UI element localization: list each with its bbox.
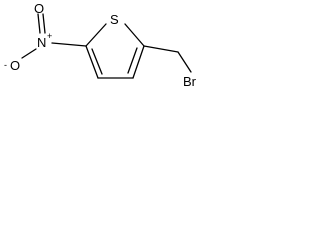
- bond-c5-c4: [85, 45, 99, 79]
- bond-c5-n: [51, 42, 87, 47]
- bond-c3-c2: [132, 45, 145, 79]
- atom-sulfur: S: [110, 12, 119, 27]
- bond-c2-s: [124, 23, 145, 47]
- bond-c2-ch2: [143, 45, 179, 53]
- oxygen-charge: -: [4, 60, 7, 70]
- atom-bromine: Br: [183, 74, 197, 89]
- atom-oxygen-single: O: [10, 58, 20, 73]
- bond-n-o-double-a: [37, 13, 41, 34]
- bond-n-o-double-b: [42, 13, 46, 34]
- bond-c3-c2-inner: [127, 47, 138, 74]
- nitrogen-charge: +: [47, 31, 52, 41]
- bond-c5-c4-inner: [91, 48, 103, 75]
- atom-nitrogen: N: [37, 35, 46, 50]
- bond-s-c5: [85, 23, 107, 47]
- atom-oxygen-double: O: [34, 1, 44, 16]
- molecule-structure: S N + O O - Br: [4, 1, 197, 89]
- bond-ch2-br: [177, 51, 192, 73]
- bond-n-o-single: [21, 48, 37, 59]
